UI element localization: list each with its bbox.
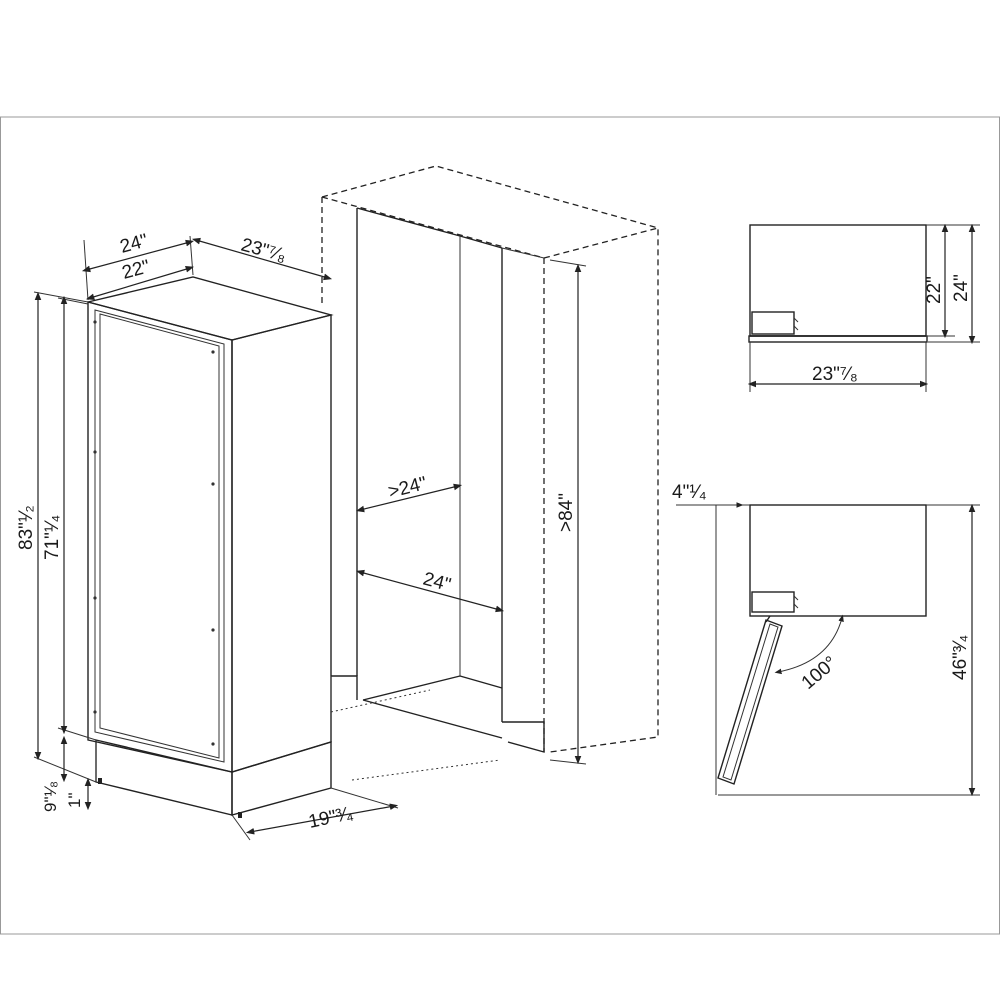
dim-line-niche-width <box>355 569 505 613</box>
label-niche-height: >84" <box>556 493 577 532</box>
label-foot-height: 1" <box>65 793 84 809</box>
label-door-height: 71"¹⁄₄ <box>42 515 63 560</box>
top-view <box>748 224 928 343</box>
label-plinth-height: 9"¹⁄₈ <box>41 781 60 812</box>
dim-line-niche-depth <box>355 483 463 513</box>
label-door-swing-depth: 46"³⁄₄ <box>950 635 971 680</box>
appliance-cabinet <box>87 276 334 818</box>
dim-line-cab-inner-width <box>85 265 195 301</box>
label-door-angle: 100° <box>798 652 842 693</box>
label-top-width: 23"⁷⁄₈ <box>812 364 858 385</box>
label-top-outer: 24" <box>951 274 972 302</box>
dim-line-cab-width <box>81 239 195 273</box>
label-cab-depth: 23"⁷⁄₈ <box>239 235 289 267</box>
label-niche-depth: >24" <box>386 473 429 503</box>
door-swing-view <box>717 504 927 785</box>
label-top-inner: 22" <box>924 276 945 304</box>
dim-line-plinth-depth <box>245 803 399 835</box>
label-total-height: 83"¹⁄₂ <box>16 505 37 550</box>
label-niche-width: 24" <box>421 569 453 597</box>
dim-line-cab-depth <box>191 237 333 281</box>
label-plinth-depth: 19"³⁄₄ <box>307 803 356 833</box>
installation-niche <box>321 165 659 781</box>
drawing-frame <box>0 116 1000 935</box>
label-cab-inner-width: 22" <box>120 256 152 284</box>
label-door-clearance: 4"¹⁄₄ <box>672 482 707 503</box>
